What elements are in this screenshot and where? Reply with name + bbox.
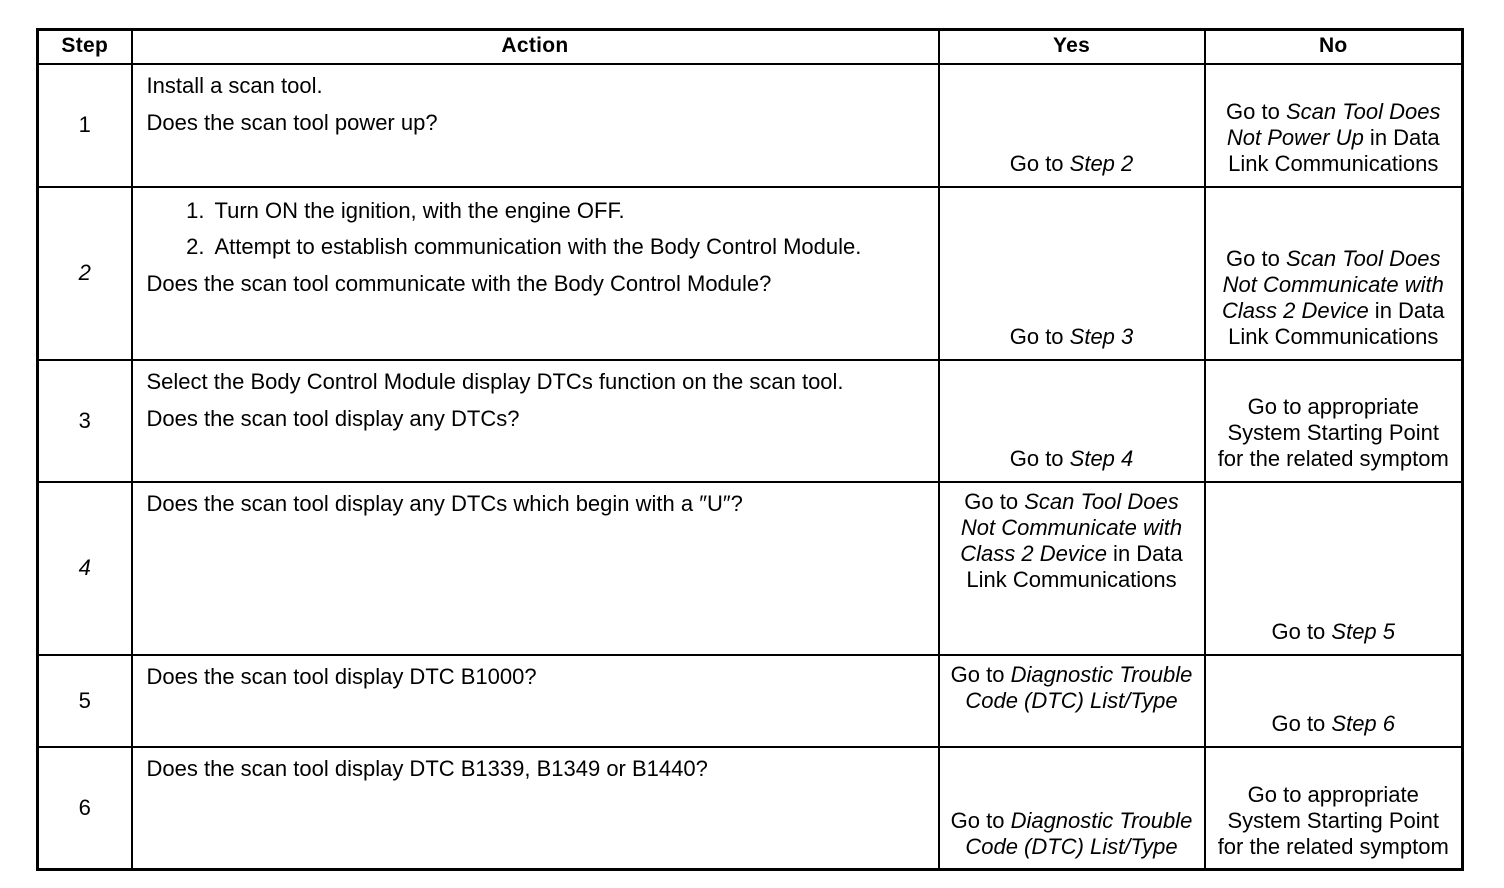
no-branch-cell: Go to Step 5 — [1203, 480, 1464, 656]
no-branch-cell: Go to Step 6 — [1203, 653, 1464, 748]
branch-segment: Diagnostic Trouble Code (DTC) List/Type — [965, 807, 1193, 859]
branch-segment: in Data Link Communications — [1228, 125, 1440, 177]
branch-segment: Go to — [1271, 711, 1332, 737]
table-row: 1 Install a scan tool. Does the scan tool … — [36, 62, 1464, 188]
action-line: Does the scan tool power up? — [146, 110, 438, 136]
table-row: 3 Select the Body Control Module display … — [36, 358, 1464, 483]
action-line: Does the scan tool display any DTCs whic… — [146, 490, 743, 516]
step-number-cell: 3 — [36, 358, 133, 483]
branch-segment: in Data Link Communications — [966, 540, 1183, 593]
branch-segment: Step 6 — [1331, 711, 1396, 737]
branch-segment: Go to — [1226, 99, 1286, 124]
action-cell: Does the scan tool display DTC B1000? — [130, 653, 940, 748]
action-cell: Install a scan tool. Does the scan tool p… — [130, 62, 940, 188]
yes-branch-cell: Go to Diagnostic Trouble Code (DTC) List… — [937, 745, 1206, 871]
action-cell: Select the Body Control Module display D… — [130, 358, 940, 483]
branch-segment: Go to appropriate System Starting Point … — [1217, 394, 1449, 472]
branch-segment: Scan Tool Does Not Communicate with Clas… — [1221, 245, 1444, 324]
branch-segment: Scan Tool Does Not Power Up — [1226, 99, 1441, 151]
table-header: Step Action Yes No — [36, 28, 1464, 65]
branch-segment: Step 4 — [1069, 446, 1134, 472]
yes-branch-cell: Go to Diagnostic Trouble Code (DTC) List… — [937, 653, 1206, 748]
action-line: Does the scan tool display DTC B1339, B1… — [146, 755, 708, 781]
no-branch-cell: Go to appropriate System Starting Point … — [1203, 745, 1464, 871]
no-branch-cell: Go to appropriate System Starting Point … — [1203, 358, 1464, 483]
no-branch-cell: Go to Scan Tool Does Not Communicate wit… — [1203, 185, 1464, 361]
step-number-cell: 6 — [36, 745, 133, 871]
action-list-item: Attempt to establish communication with … — [177, 233, 862, 260]
branch-segment: Go to — [1226, 245, 1286, 271]
branch-segment: Scan Tool Does Not Communicate with Clas… — [960, 488, 1183, 566]
branch-segment: Step 5 — [1331, 619, 1396, 645]
column-header-yes: Yes — [937, 28, 1206, 65]
action-line: Install a scan tool. — [146, 72, 323, 98]
action-line: Does the scan tool communicate with the … — [146, 270, 772, 296]
step-number-cell: 5 — [36, 653, 133, 748]
column-header-step: Step — [36, 28, 133, 65]
branch-segment: Diagnostic Trouble Code (DTC) List/Type — [965, 661, 1193, 713]
column-header-no: No — [1203, 28, 1464, 65]
yes-branch-cell: Go to Step 2 — [937, 62, 1206, 188]
branch-segment: Go to — [964, 488, 1025, 514]
action-cell: Does the scan tool display DTC B1339, B1… — [130, 745, 940, 871]
branch-segment: in Data Link Communications — [1228, 298, 1445, 350]
action-cell: Does the scan tool display any DTCs whic… — [130, 480, 940, 656]
branch-segment: Go to — [950, 807, 1011, 833]
branch-segment: Go to appropriate System Starting Point … — [1217, 781, 1449, 859]
branch-segment: Go to — [1271, 619, 1332, 645]
yes-branch-cell: Go to Scan Tool Does Not Communicate wit… — [937, 480, 1206, 656]
step-number-cell: 2 — [36, 185, 133, 361]
table-row: 6 Does the scan tool display DTC B1339, B… — [36, 745, 1464, 871]
table-row: 5 Does the scan tool display DTC B1000? Go… — [36, 653, 1464, 748]
table-row: 4 Does the scan tool display any DTCs whi… — [36, 480, 1464, 656]
no-branch-cell: Go to Scan Tool Does Not Power Up in Dat… — [1203, 62, 1464, 188]
branch-segment: Go to — [1009, 446, 1070, 472]
header-row: Step Action Yes No — [36, 28, 1464, 65]
table-body: 1 Install a scan tool. Does the scan tool … — [36, 62, 1464, 871]
step-number-cell: 4 — [36, 480, 133, 656]
action-list-item: Turn ON the ignition, with the engine OF… — [177, 197, 625, 224]
yes-branch-cell: Go to Step 4 — [937, 358, 1206, 483]
branch-segment: Go to — [1009, 324, 1070, 350]
table-row: 2 Turn ON the ignition, with the engine O… — [36, 185, 1464, 361]
branch-segment: Step 2 — [1069, 151, 1134, 177]
action-line: Does the scan tool display any DTCs? — [146, 406, 520, 432]
action-line: Does the scan tool display DTC B1000? — [146, 663, 537, 689]
branch-segment: Go to — [1009, 151, 1070, 177]
action-numbered-list: Turn ON the ignition, with the engine OF… — [147, 197, 928, 261]
action-cell: Turn ON the ignition, with the engine OF… — [130, 185, 940, 361]
branch-segment: Go to — [950, 661, 1011, 687]
column-header-action: Action — [130, 28, 940, 65]
yes-branch-cell: Go to Step 3 — [937, 185, 1206, 361]
action-line: Select the Body Control Module display D… — [146, 368, 844, 394]
branch-segment: Step 3 — [1069, 324, 1134, 350]
step-number-cell: 1 — [36, 62, 133, 188]
